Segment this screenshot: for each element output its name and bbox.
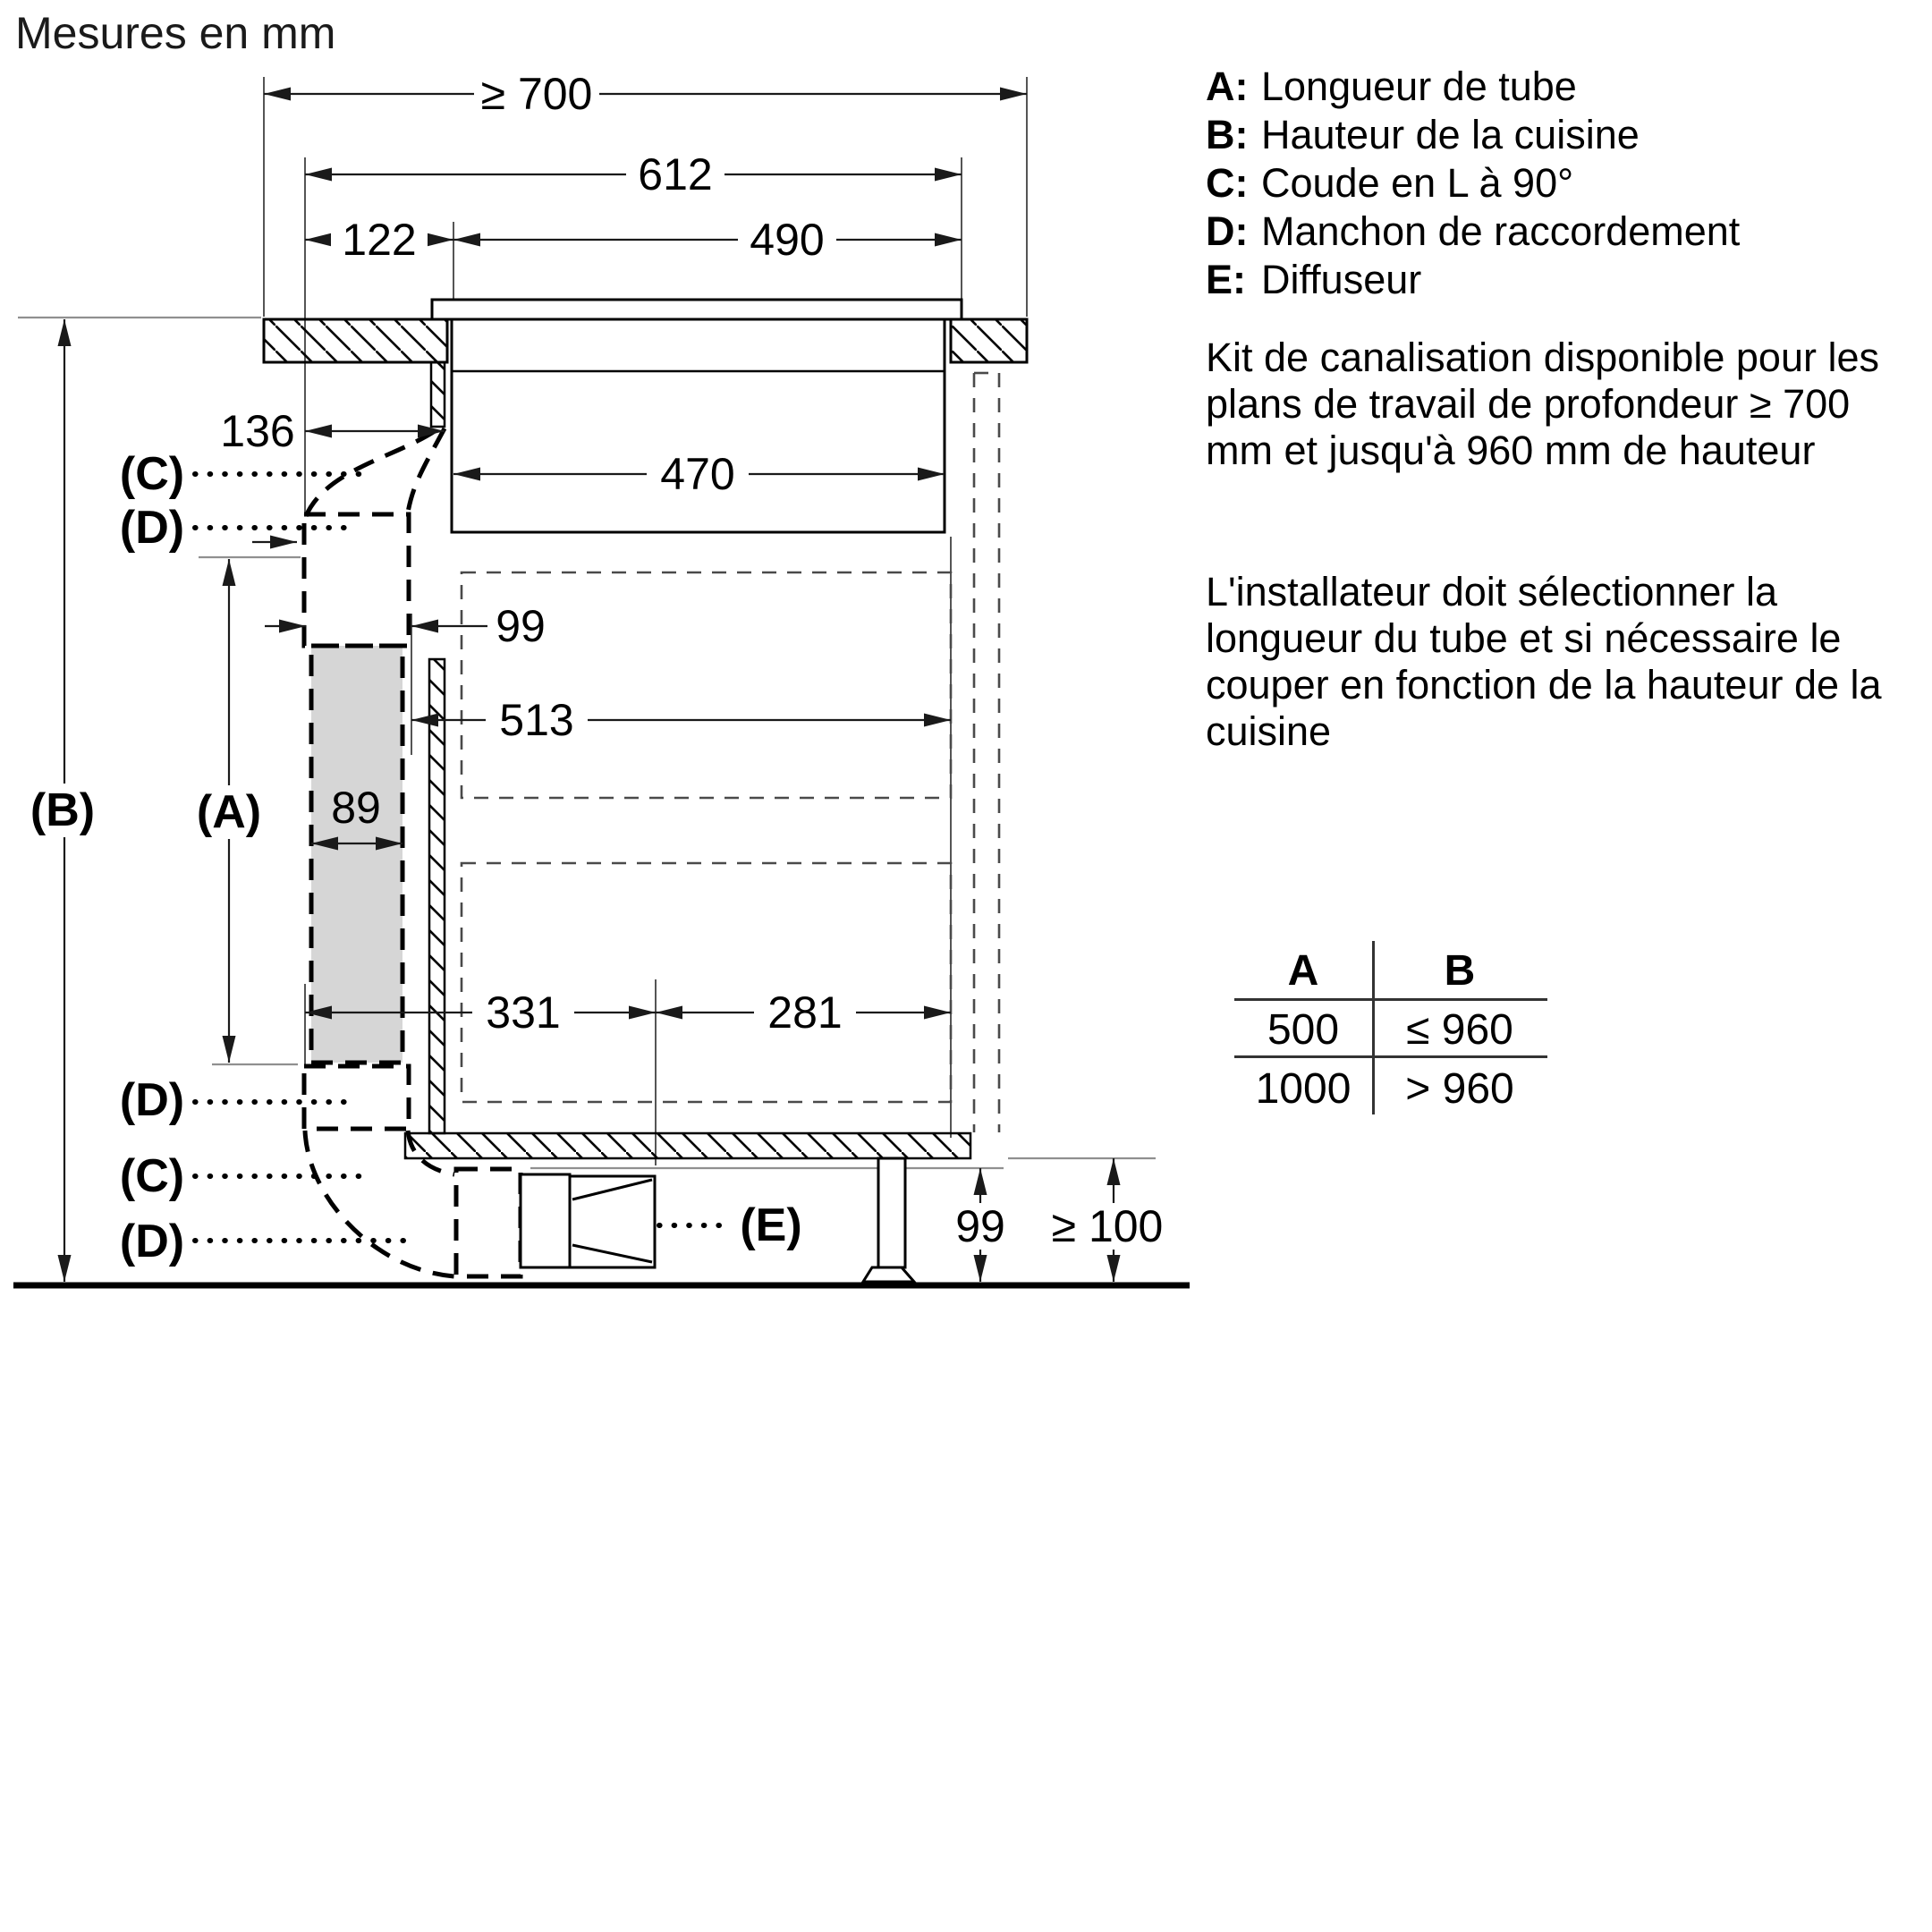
rear-duct-dashed	[972, 371, 1001, 1132]
label-diffuser-E: (E)	[740, 1199, 801, 1251]
table-cell-a2: 1000	[1255, 1065, 1352, 1113]
dim-floor-clearance: ≥ 100	[1052, 1201, 1164, 1251]
legend: A: Longueur de tube B: Hauteur de la cui…	[1206, 63, 1740, 304]
table-divider	[1372, 941, 1375, 1114]
dim-rear-width: 281	[767, 987, 842, 1038]
table-rule-1	[1234, 998, 1547, 1001]
worktop-left	[262, 318, 449, 364]
dim-tube-width: 89	[331, 783, 381, 833]
legend-label-c: Coude en L à 90°	[1261, 160, 1574, 206]
cabinet-interior-dashed	[460, 571, 953, 1104]
dim-hob-width: 612	[638, 149, 712, 199]
elbow-curves	[302, 427, 455, 1279]
legend-key-b: B:	[1206, 112, 1249, 157]
legend-item-e: E: Diffuseur	[1206, 256, 1740, 304]
page-title: Mesures en mm	[15, 8, 336, 58]
legend-label-b: Hauteur de la cuisine	[1261, 112, 1640, 157]
cabinet-bottom-panel	[403, 1131, 972, 1160]
cabinet-leg-base	[860, 1266, 918, 1284]
note-duct-kit: Kit de canalisation disponible pour les …	[1206, 335, 1879, 473]
table-cell-b2: > 960	[1405, 1065, 1514, 1113]
leader-lines	[192, 471, 734, 1243]
info-column: A: Longueur de tube B: Hauteur de la cui…	[1190, 0, 1932, 1932]
extension-lines	[263, 77, 1028, 1165]
installation-diagram: ≥ 700 612 122 490 136 470 99 513 89 331 …	[13, 69, 1190, 1289]
legend-label-d: Manchon de raccordement	[1261, 208, 1741, 254]
table-header-a: A	[1287, 947, 1319, 995]
duct-stub	[519, 1173, 572, 1269]
label-elbow-top-C: (C)	[120, 448, 184, 500]
legend-key-d: D:	[1206, 208, 1249, 254]
legend-label-e: Diffuseur	[1261, 257, 1422, 302]
table-cell-b1: ≤ 960	[1406, 1006, 1513, 1054]
label-sleeve-mid-D: (D)	[120, 1074, 184, 1126]
legend-item-a: A: Longueur de tube	[1206, 63, 1740, 111]
exhaust-tube	[309, 643, 405, 1065]
legend-item-c: C: Coude en L à 90°	[1206, 159, 1740, 208]
legend-item-d: D: Manchon de raccordement	[1206, 208, 1740, 256]
table-header-b: B	[1444, 947, 1476, 995]
dim-plinth-height: 99	[955, 1201, 1005, 1251]
table-cell-a1: 500	[1267, 1006, 1340, 1054]
table-rule-2	[1234, 1055, 1547, 1058]
label-tube-length-A: (A)	[197, 786, 261, 838]
reference-lines	[18, 316, 1156, 1170]
dim-left-offset: 122	[342, 215, 416, 265]
legend-key-c: C:	[1206, 160, 1249, 206]
dim-interior-width: 513	[499, 695, 573, 745]
hob-glass	[430, 298, 963, 321]
hob-body	[450, 318, 946, 534]
label-sleeve-bottom-D: (D)	[120, 1216, 184, 1267]
dim-right-width: 490	[750, 215, 824, 265]
cabinet-back-panel	[428, 657, 446, 1135]
dim-worktop-depth: ≥ 700	[481, 69, 593, 119]
duct-outlet-flange	[429, 360, 446, 428]
label-kitchen-height-B: (B)	[30, 784, 95, 836]
dim-body-width: 470	[660, 449, 734, 499]
dim-front-width: 331	[486, 987, 560, 1038]
dim-rear-gap: 136	[220, 406, 294, 456]
worktop-right	[949, 318, 1029, 364]
label-elbow-bottom-C: (C)	[120, 1150, 184, 1202]
dim-duct-offset: 99	[496, 601, 546, 651]
tube-length-table: A B 500 ≤ 960 1000 > 960	[1234, 939, 1547, 1118]
legend-label-a: Longueur de tube	[1261, 64, 1577, 109]
note-installer: L'installateur doit sélectionner la long…	[1206, 569, 1882, 754]
cabinet-leg	[877, 1157, 907, 1269]
dimension-text-backings	[22, 73, 1170, 1250]
label-sleeve-top-D: (D)	[120, 502, 184, 554]
legend-key-e: E:	[1206, 257, 1246, 302]
diffuser-box	[568, 1174, 657, 1269]
legend-item-b: B: Hauteur de la cuisine	[1206, 111, 1740, 159]
dimension-lines	[57, 87, 1121, 1282]
legend-key-a: A:	[1206, 64, 1249, 109]
